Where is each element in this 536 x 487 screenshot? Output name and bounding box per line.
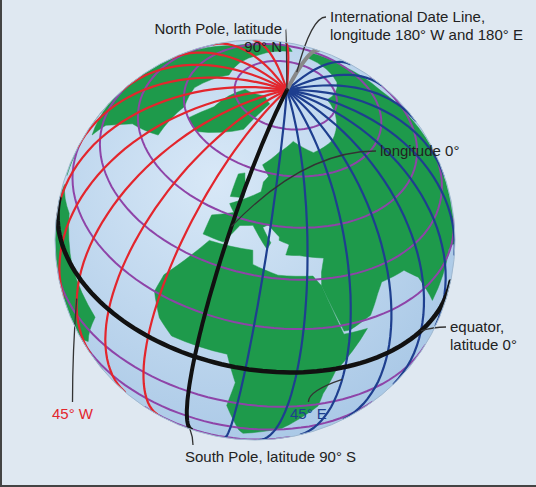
meridian-line: [287, 90, 424, 384]
meridian-line: [287, 90, 446, 325]
meridian-line: [259, 90, 307, 440]
graticule: [56, 40, 454, 440]
longitude-label: 45° W: [52, 405, 93, 423]
equator-line: [58, 198, 451, 372]
meridian-line: [287, 90, 444, 175]
prime-meridian: [187, 90, 287, 429]
leader-line: [297, 17, 326, 72]
meridian-line: [287, 75, 381, 90]
leader-line: [285, 29, 287, 90]
parallel-line: [100, 82, 442, 280]
parallel-line: [80, 336, 373, 429]
meridian-label: longitude 0°: [380, 142, 459, 160]
leader-line: [232, 151, 377, 226]
meridian-line: [225, 90, 287, 438]
longitude-label: 45° E: [290, 405, 327, 423]
parallel-line: [138, 44, 417, 227]
meridian-line: [287, 85, 416, 121]
continents: [55, 44, 455, 433]
date-line: [287, 50, 318, 90]
date-line-label: International Date Line, longitude 180° …: [330, 8, 526, 44]
leader-lines: [73, 17, 447, 445]
leader-line: [73, 299, 77, 402]
leader-line: [308, 379, 342, 402]
equator-label: equator, latitude 0°: [450, 318, 534, 354]
pole-label: North Pole, latitude 90° N: [150, 20, 282, 56]
leader-line: [190, 428, 193, 445]
meridian-line: [287, 90, 455, 255]
globe-outline: [55, 40, 455, 440]
meridian-line: [56, 87, 287, 217]
parallel-line: [73, 141, 455, 330]
globe: [55, 40, 455, 440]
meridian-line: [287, 90, 351, 435]
pole-label: South Pole, latitude 90° S: [185, 448, 375, 466]
